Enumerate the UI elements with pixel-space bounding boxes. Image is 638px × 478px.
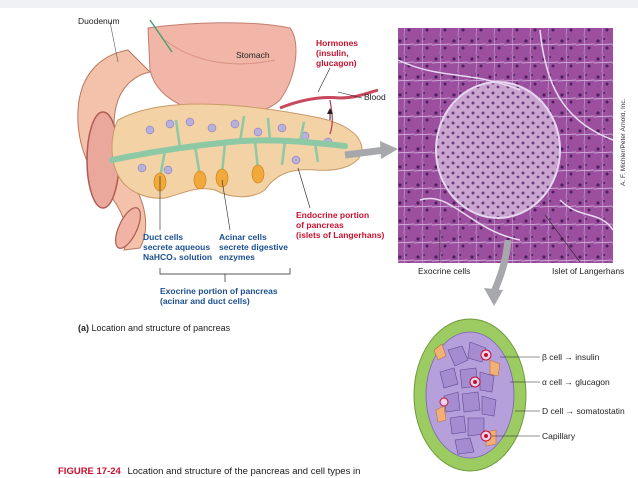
stomach-label: Stomach: [236, 50, 270, 60]
islet-in-micrograph: [435, 81, 561, 219]
figure-title-text: Location and structure of the pancreas a…: [127, 466, 361, 477]
beta-cell-label: β cell → insulin: [542, 352, 600, 362]
stomach-shape: [147, 22, 297, 117]
figure-part-caption: (a) Location and structure of pancreas: [78, 323, 230, 333]
alpha-cell-label: α cell → glucagon: [542, 377, 610, 387]
d-cell-label: D cell → somatostatin: [542, 406, 625, 416]
caption-part-letter: (a): [78, 323, 89, 333]
exocrine-cells-label: Exocrine cells: [418, 266, 471, 276]
endocrine-portion-label: Endocrine portion of pancreas (islets of…: [296, 210, 385, 240]
blood-label: Blood: [364, 92, 386, 102]
hormones-label: Hormones (insulin, glucagon): [316, 38, 359, 68]
exocrine-portion-label: Exocrine portion of pancreas (acinar and…: [160, 286, 278, 306]
islet-of-langerhans-label: Islet of Langerhans: [552, 266, 625, 276]
caption-text: Location and structure of pancreas: [91, 323, 231, 333]
blood-vessel: [279, 88, 379, 110]
photo-credit: A. F. Michler/Peter Arnold, Inc.: [620, 98, 627, 186]
acinar-cells-label: Acinar cells secrete digestive enzymes: [219, 232, 288, 262]
pancreatic-duct: [109, 137, 348, 163]
figure-title: FIGURE 17-24 Location and structure of t…: [58, 466, 360, 478]
capillary-label: Capillary: [542, 431, 576, 441]
pancreas-shape: [111, 103, 363, 199]
duct-cells-label: Duct cells secrete aqueous NaHCO₃ soluti…: [143, 232, 213, 262]
islet-illustration: [413, 318, 527, 472]
figure-number: FIGURE 17-24: [58, 466, 121, 477]
duodenum-label: Duodenum: [78, 16, 120, 26]
slide-top-bar: [0, 0, 638, 8]
